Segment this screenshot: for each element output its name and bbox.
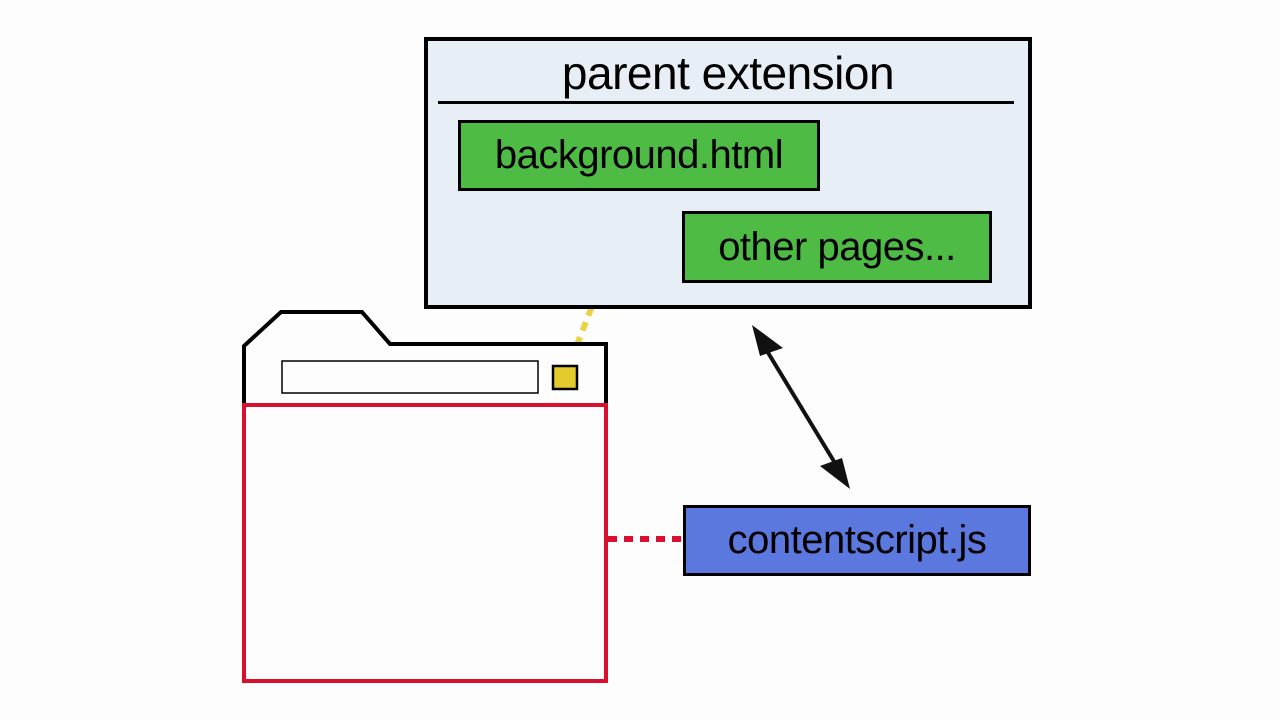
browser-address-bar[interactable] xyxy=(281,360,539,394)
title-divider xyxy=(438,101,1014,104)
extension-button-icon[interactable] xyxy=(551,364,579,391)
content-script-box: contentscript.js xyxy=(683,505,1031,576)
parent-extension-title: parent extension xyxy=(561,47,895,99)
other-pages-box: other pages... xyxy=(682,211,992,283)
double-headed-arrow-icon xyxy=(752,325,850,489)
browser-content-area xyxy=(242,403,608,683)
background-page-box: background.html xyxy=(458,120,820,191)
browser-window-icon xyxy=(242,310,608,683)
